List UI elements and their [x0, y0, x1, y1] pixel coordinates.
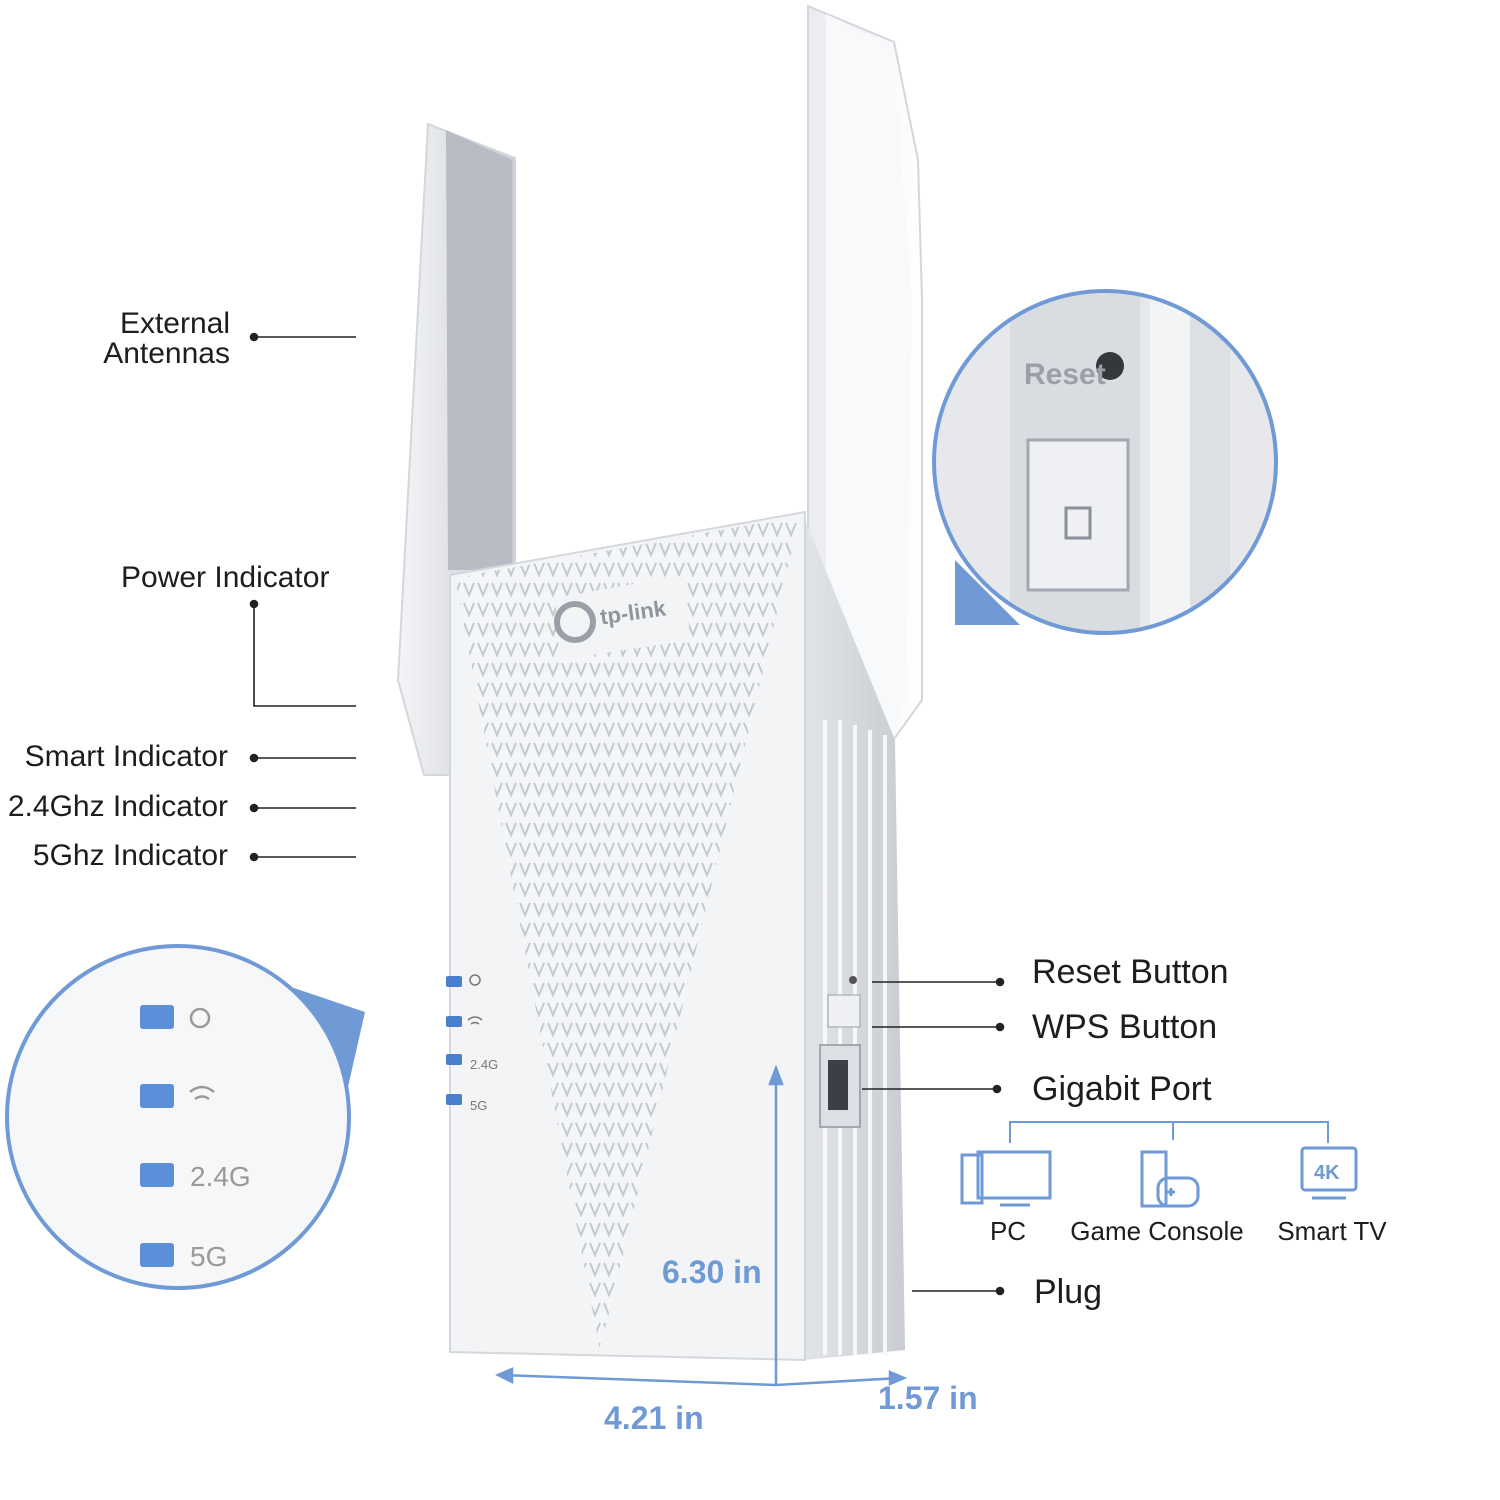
led-24-label: 2.4G: [470, 1057, 499, 1072]
smart-tv-label: Smart TV: [1277, 1216, 1387, 1246]
game-console-label: Game Console: [1070, 1216, 1244, 1246]
pc-label: PC: [989, 1216, 1027, 1246]
plug-label: Plug: [1034, 1273, 1103, 1311]
led-5-label: 5G: [470, 1098, 488, 1113]
device-bracket: [1009, 1121, 1329, 1143]
smart-indicator-label: Smart Indicator: [24, 740, 228, 773]
pc-icon: [960, 1150, 1052, 1207]
device-body: [449, 510, 806, 1362]
ghz24-indicator-label: 2.4Ghz Indicator: [7, 790, 228, 823]
callout-lines: [249, 332, 1005, 1296]
depth-dimension: 1.57 in: [878, 1380, 978, 1416]
zoom-led-5-label: 5G: [190, 1241, 228, 1272]
right-antenna: [807, 4, 923, 744]
power-indicator-label: Power Indicator: [121, 561, 330, 594]
gigabit-port-label: Gigabit Port: [1032, 1070, 1212, 1108]
height-dimension: 6.30 in: [662, 1254, 762, 1290]
front-leds: [446, 974, 483, 1105]
reset-zoom-label: Reset: [1024, 358, 1106, 391]
reset-button-label: Reset Button: [1032, 953, 1229, 991]
tv-4k-badge: 4K: [1314, 1162, 1340, 1184]
led-zoom-bubble: [5, 944, 365, 1290]
wps-button-label: WPS Button: [1032, 1008, 1218, 1046]
external-antennas-label: External Antennas: [103, 307, 230, 370]
reset-zoom-bubble: [932, 289, 1278, 635]
device-icons: [960, 1146, 1358, 1208]
ghz5-indicator-label: 5Ghz Indicator: [32, 839, 228, 872]
dimension-lines: [495, 1064, 908, 1387]
left-antenna: [396, 122, 516, 776]
game-console-icon: [1140, 1150, 1200, 1208]
width-dimension: 4.21 in: [604, 1400, 704, 1436]
smart-tv-icon: [1300, 1146, 1358, 1200]
zoom-led-24-label: 2.4G: [190, 1161, 251, 1192]
device-side: [805, 520, 905, 1360]
